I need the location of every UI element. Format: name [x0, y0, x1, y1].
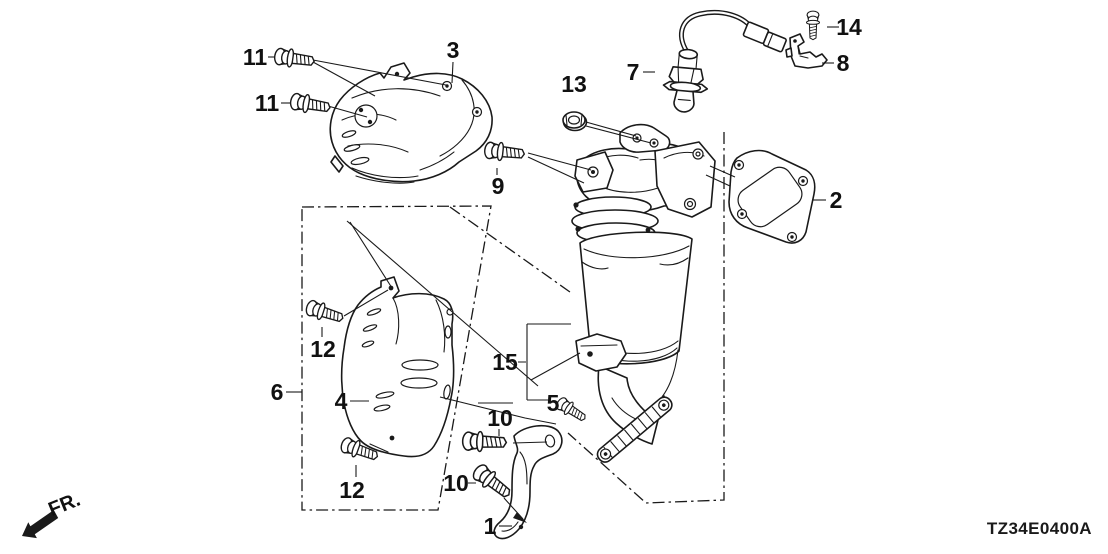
part-callout-14-5: 14 — [836, 14, 862, 40]
part-callout-10-14: 10 — [487, 405, 513, 431]
part-callout-6-10: 6 — [271, 379, 284, 405]
manifold-cover-upper — [329, 62, 493, 184]
part-callout-3-2: 3 — [447, 37, 460, 63]
converter-boundary-line — [567, 132, 725, 504]
callout-layer: 11 11 3 13 7 14 8 9 2 12 6 4 15 5 10 10 12 1 — [243, 14, 862, 539]
part-callout-9-7: 9 — [492, 173, 505, 199]
part-callout-12-16: 12 — [339, 477, 365, 503]
nut-13 — [562, 111, 588, 132]
diagram-code: TZ34E0400A — [986, 519, 1092, 538]
exhaust-gasket — [728, 149, 816, 244]
bolt-10b — [469, 461, 516, 504]
manifold-cover-lower — [340, 276, 455, 458]
converter-bracket — [493, 424, 563, 540]
oxygen-sensor — [662, 9, 787, 113]
part-callout-11-1: 11 — [255, 90, 280, 116]
part-callout-10-15: 10 — [443, 470, 469, 496]
sensor-connector — [742, 21, 787, 53]
converter-assembly — [571, 123, 716, 463]
cover-kit-boundary-box — [301, 205, 492, 511]
assembly-boundary-boxes — [301, 132, 725, 511]
bolt-9 — [483, 140, 526, 164]
boundary-tie-line — [449, 206, 571, 293]
part-callout-1-17: 1 — [484, 513, 497, 539]
bolt-14 — [806, 10, 820, 41]
part-callout-5-13: 5 — [547, 390, 560, 416]
bolt-12a — [303, 297, 347, 328]
bolt-5 — [553, 394, 590, 426]
part-callout-7-4: 7 — [627, 59, 640, 85]
part-callout-12-9: 12 — [310, 336, 336, 362]
fr-arrow-icon — [22, 510, 59, 539]
bolt-11b — [288, 91, 333, 118]
fasteners — [272, 10, 820, 504]
sensor-bracket — [785, 33, 828, 69]
bolt-11a — [272, 46, 317, 71]
part-callout-4-11: 4 — [335, 388, 348, 414]
part-callout-8-6: 8 — [837, 50, 850, 76]
part-callout-13-3: 13 — [561, 71, 587, 97]
leader-lines — [268, 26, 839, 527]
part-callout-2-8: 2 — [830, 187, 843, 213]
bolt-10a — [461, 430, 508, 454]
part-callout-15-12: 15 — [492, 349, 518, 375]
outlet-flange — [596, 396, 673, 463]
part-callout-11-0: 11 — [243, 44, 268, 70]
converter-stay-tab — [575, 333, 627, 372]
